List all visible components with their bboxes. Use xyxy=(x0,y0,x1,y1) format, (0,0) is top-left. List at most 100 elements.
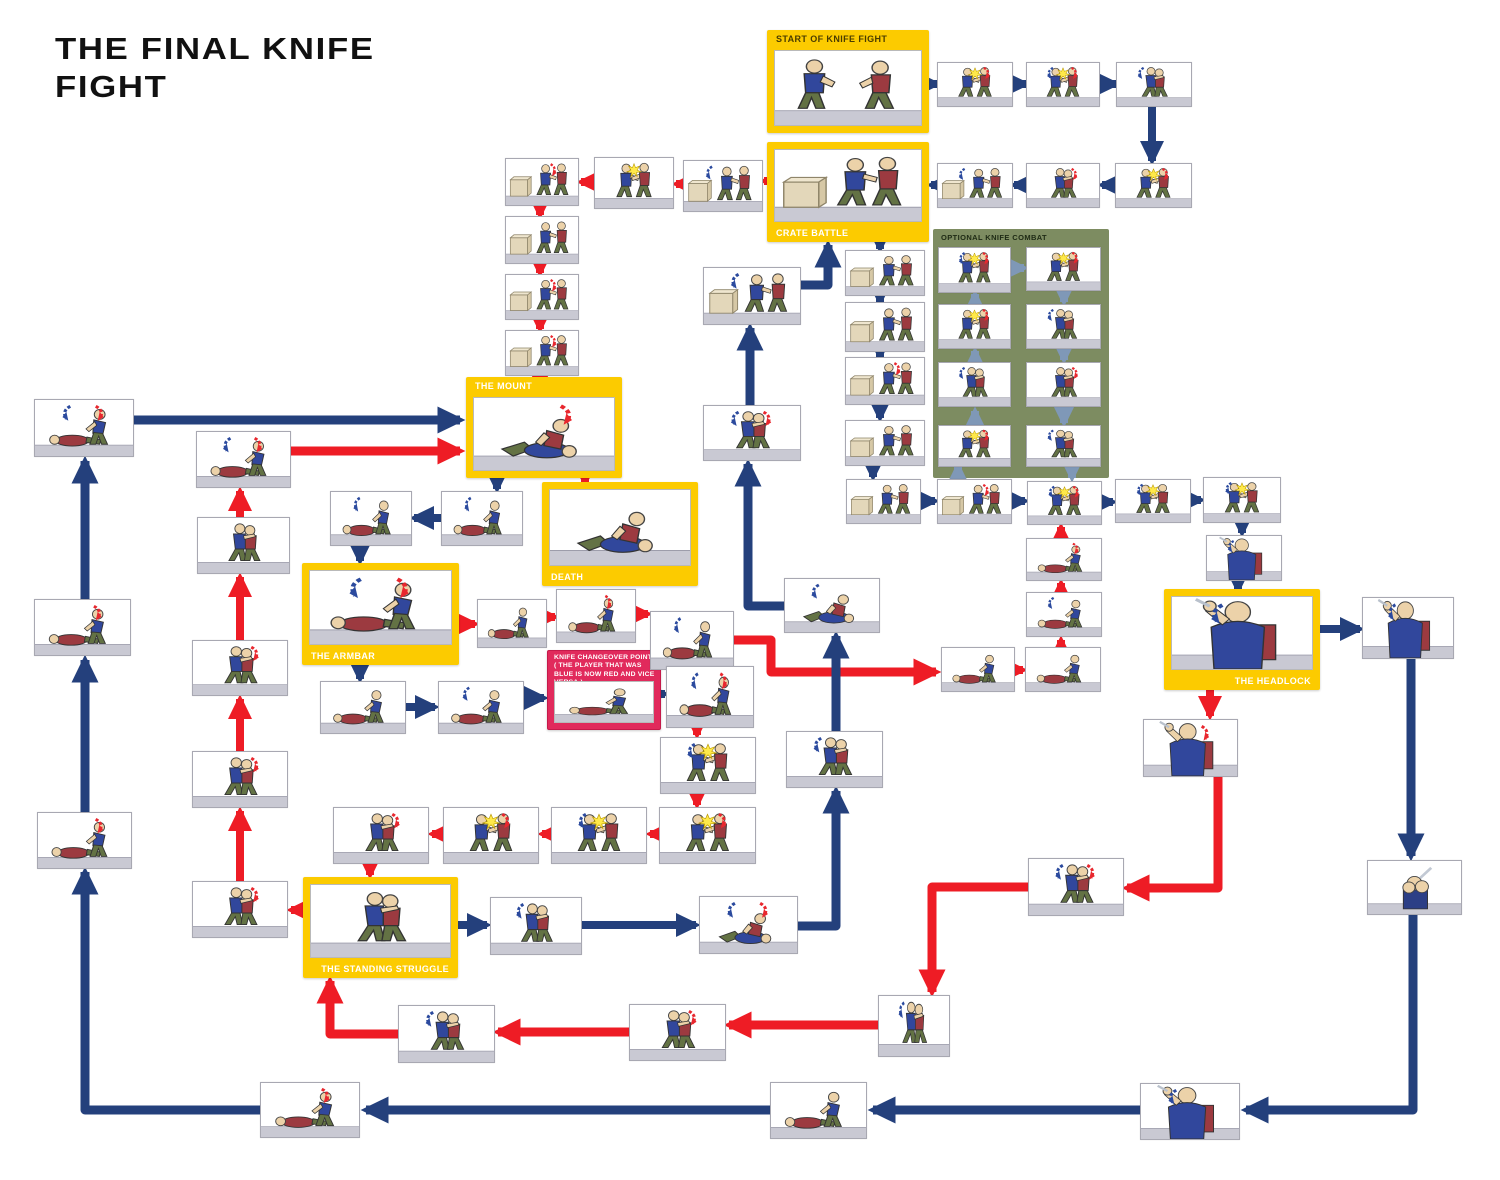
storyboard-panel-l2 xyxy=(659,807,756,864)
storyboard-panel-a3 xyxy=(1116,62,1192,107)
feature-label: DEATH xyxy=(551,572,584,582)
crate-scene-illustration xyxy=(938,483,1011,523)
storyboard-panel-h7 xyxy=(192,751,288,808)
ground-scene-illustration xyxy=(35,404,133,456)
ground-scene-illustration xyxy=(555,682,653,722)
clash-scene-illustration xyxy=(1116,483,1190,522)
crate-scene-illustration xyxy=(506,334,578,375)
ground-scene-illustration xyxy=(321,682,405,733)
grapple-scene-illustration xyxy=(939,366,1010,406)
storyboard-panel-d1 xyxy=(703,267,801,325)
grapple-scene-illustration xyxy=(1027,167,1099,207)
closeup-scene-illustration xyxy=(1144,720,1237,776)
storyboard-panel-g8 xyxy=(1026,425,1101,467)
crate-scene-illustration xyxy=(506,217,578,263)
storyboard-panel-g2 xyxy=(938,304,1011,349)
clash-scene-illustration xyxy=(1027,66,1099,106)
storyboard-panel-n2 xyxy=(784,578,880,633)
storyboard-panel-k3 xyxy=(666,666,754,728)
ground-scene-illustration xyxy=(557,594,635,642)
feature-panel-the-headlock: THE HEADLOCK xyxy=(1164,589,1320,690)
ground-scene-illustration xyxy=(35,604,130,655)
mount-scene-illustration xyxy=(785,583,879,632)
grapple-scene-illustration xyxy=(787,736,882,787)
ground-scene-illustration xyxy=(1027,596,1101,636)
feature-label: START OF KNIFE FIGHT xyxy=(776,34,888,44)
storyboard-panel-h5 xyxy=(197,517,290,574)
storyboard-panel-f4 xyxy=(1115,479,1191,523)
storyboard-panel-m2 xyxy=(699,896,798,954)
storyboard-panel-c4 xyxy=(505,216,579,264)
clash-scene-illustration xyxy=(595,158,673,208)
storyboard-panel-f2 xyxy=(937,479,1012,524)
ground-scene-illustration xyxy=(442,496,522,545)
grapple-scene-illustration xyxy=(491,902,581,954)
feature-label: THE STANDING STRUGGLE xyxy=(321,964,449,974)
feature-panel-start: START OF KNIFE FIGHT xyxy=(767,30,929,133)
feature-panel-death: DEATH xyxy=(542,482,698,586)
crate-scene-illustration xyxy=(846,303,924,351)
feature-label: THE ARMBAR xyxy=(311,651,376,661)
storyboard-panel-h4 xyxy=(37,812,132,869)
clash-scene-illustration xyxy=(661,742,755,793)
grapple-scene-illustration xyxy=(193,645,287,695)
flow-arrow xyxy=(734,635,942,686)
grapple-scene-illustration xyxy=(1027,429,1100,466)
ground-scene-illustration xyxy=(478,600,546,647)
storyboard-panel-d2 xyxy=(703,405,801,461)
flow-arrow xyxy=(801,239,842,290)
flow-arrow xyxy=(316,975,398,1039)
crate-scene-illustration xyxy=(684,165,762,211)
fist-scene-illustration xyxy=(1368,861,1461,914)
closeup-scene-illustration xyxy=(1172,597,1312,669)
feature-panel-the-standing-struggle: THE STANDING STRUGGLE xyxy=(303,877,458,978)
storyboard-panel-r1 xyxy=(1026,538,1102,581)
crate-scene-illustration xyxy=(938,167,1012,207)
grapple-scene-illustration xyxy=(193,886,287,937)
flow-arrow xyxy=(1240,915,1418,1124)
closeup-scene-illustration xyxy=(1141,1084,1239,1139)
ground-scene-illustration xyxy=(942,648,1014,691)
grapple-scene-illustration xyxy=(704,410,800,460)
storyboard-panel-i2 xyxy=(441,491,523,546)
storyboard-panel-b1 xyxy=(1115,163,1192,208)
storyboard-panel-s2 xyxy=(1367,860,1462,915)
crate-scene-illustration xyxy=(704,272,800,324)
storyboard-panel-c1 xyxy=(683,160,763,212)
callout-panel-knife-changeover: KNIFE CHANGEOVER POINT. ( THE PLAYER THA… xyxy=(547,650,661,730)
storyboard-panel-b3 xyxy=(937,163,1013,208)
grapple-scene-illustration xyxy=(630,1009,725,1060)
storyboard-panel-k2 xyxy=(438,681,524,734)
storyboard-panel-h2 xyxy=(196,431,291,488)
storyboard-panel-f3 xyxy=(1027,481,1102,525)
page-title: THE FINAL KNIFE FIGHT xyxy=(55,31,375,104)
ground-scene-illustration xyxy=(1026,648,1100,691)
storyboard-panel-j1 xyxy=(477,599,547,648)
storyboard-panel-o1 xyxy=(398,1005,495,1063)
crate-scene-illustration xyxy=(846,361,924,404)
storyboard-panel-g6 xyxy=(1026,304,1101,349)
mount-scene-illustration xyxy=(474,398,614,470)
storyboard-panel-f1 xyxy=(846,479,921,524)
storyboard-panel-l4 xyxy=(443,807,539,864)
grapple-scene-illustration xyxy=(879,1001,949,1056)
storyboard-panel-q1 xyxy=(260,1082,360,1138)
ground-scene-illustration xyxy=(439,686,523,733)
crate-scene-illustration xyxy=(506,163,578,205)
crate-scene-illustration xyxy=(847,480,920,523)
storyboard-panel-g5 xyxy=(1026,247,1101,291)
clash-scene-illustration xyxy=(1028,485,1101,524)
clash-scene-illustration xyxy=(939,429,1010,466)
ground-scene-illustration xyxy=(1027,542,1101,580)
clash-scene-illustration xyxy=(1116,167,1191,207)
closeup-scene-illustration xyxy=(1207,536,1281,580)
storyboard-panel-f5 xyxy=(1203,477,1281,523)
storyboard-panel-k1 xyxy=(320,681,406,734)
storyboard-panel-c2 xyxy=(594,157,674,209)
grapple-scene-illustration xyxy=(1027,366,1100,406)
storyboard-panel-l3 xyxy=(551,807,647,864)
storyboard-panel-a1 xyxy=(937,62,1013,107)
storyboard-panel-r4 xyxy=(941,647,1015,692)
feature-panel-crate-battle: CRATE BATTLE xyxy=(767,142,929,242)
